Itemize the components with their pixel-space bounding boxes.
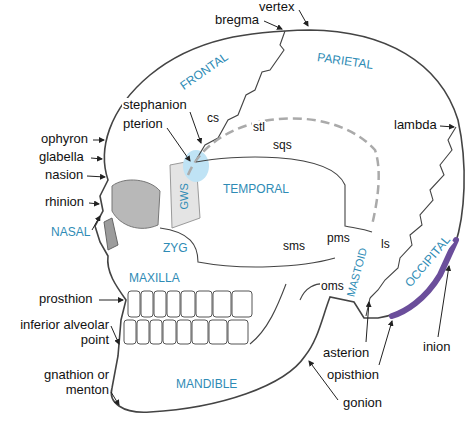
landmark-label: lambda bbox=[393, 118, 438, 133]
zygomatic-arch bbox=[160, 228, 335, 267]
leader-line bbox=[167, 128, 190, 161]
tooth bbox=[181, 291, 195, 317]
landmark-label: prosthion bbox=[38, 292, 93, 307]
tooth bbox=[196, 291, 212, 317]
occipital-band bbox=[392, 240, 456, 316]
tooth bbox=[150, 320, 162, 344]
tooth bbox=[167, 291, 180, 317]
leader-line bbox=[379, 321, 392, 365]
tooth bbox=[137, 320, 149, 344]
leader-line bbox=[190, 112, 201, 143]
suture-label: sqs bbox=[272, 139, 293, 153]
leader-line bbox=[87, 176, 105, 177]
landmark-label: bregma bbox=[214, 13, 260, 28]
tooth bbox=[128, 291, 140, 317]
suture-label: oms bbox=[320, 280, 345, 294]
orbit bbox=[112, 180, 160, 228]
nasal-aperture bbox=[104, 218, 118, 250]
leader-line bbox=[91, 158, 102, 159]
tooth bbox=[124, 320, 136, 344]
landmark-label: pterion bbox=[122, 117, 164, 132]
tooth bbox=[232, 291, 252, 317]
tooth bbox=[213, 291, 231, 317]
tooth bbox=[177, 320, 191, 344]
bone-label: GWS bbox=[178, 182, 191, 210]
leader-line bbox=[93, 140, 104, 141]
leader-line bbox=[89, 203, 99, 204]
leader-lines bbox=[87, 10, 454, 405]
landmark-label: asterion bbox=[322, 346, 370, 361]
tooth bbox=[228, 320, 248, 344]
bone-label: ZYG bbox=[162, 242, 189, 256]
bone-label: FRONTAL bbox=[178, 50, 233, 94]
suture-label: ls bbox=[380, 238, 391, 252]
lower-teeth bbox=[124, 320, 248, 344]
landmark-label: ophyron bbox=[40, 132, 89, 147]
landmark-label: stephanion bbox=[122, 98, 188, 113]
leader-line bbox=[299, 10, 308, 26]
mandible-ramus bbox=[250, 284, 328, 344]
tooth bbox=[192, 320, 208, 344]
skull-outline bbox=[95, 30, 464, 412]
bone-label: OCCIPITAL bbox=[402, 233, 454, 291]
leader-line bbox=[111, 392, 119, 405]
suture-label: cs bbox=[206, 112, 220, 126]
suture-label: sms bbox=[282, 240, 306, 254]
leader-line bbox=[92, 216, 100, 230]
bone-label: MASTOID bbox=[344, 245, 370, 298]
tooth bbox=[154, 291, 166, 317]
landmark-label: rhinion bbox=[44, 195, 85, 210]
bone-label: MANDIBLE bbox=[175, 378, 238, 392]
tooth bbox=[163, 320, 176, 344]
leader-line bbox=[440, 126, 454, 127]
landmark-label: glabella bbox=[38, 150, 85, 165]
bone-label: NASAL bbox=[50, 226, 91, 240]
leader-line bbox=[99, 300, 123, 301]
landmark-label: gonion bbox=[342, 396, 383, 411]
upper-teeth bbox=[128, 291, 252, 317]
leader-line bbox=[264, 21, 282, 29]
tooth bbox=[141, 291, 153, 317]
suture-label: stl bbox=[252, 121, 266, 135]
squamosal-suture bbox=[196, 157, 372, 232]
landmark-label: gnathion or menton bbox=[40, 368, 110, 398]
temporal-line bbox=[188, 118, 379, 225]
landmark-label: opisthion bbox=[326, 368, 380, 383]
pterion-area bbox=[183, 150, 209, 182]
leader-line bbox=[366, 302, 369, 342]
landmark-label: inion bbox=[422, 340, 451, 355]
tooth bbox=[209, 320, 227, 344]
suture-label: pms bbox=[326, 232, 351, 246]
landmark-label: nasion bbox=[44, 168, 84, 183]
landmark-label: inferior alveolar point bbox=[16, 318, 110, 348]
bone-label: PARIETAL bbox=[315, 51, 375, 73]
leader-line bbox=[111, 326, 119, 344]
leader-line bbox=[438, 266, 449, 337]
bone-label: MAXILLA bbox=[128, 272, 181, 286]
landmark-label: vertex bbox=[258, 0, 295, 15]
lambdoid-suture bbox=[370, 127, 456, 298]
bone-label: TEMPORAL bbox=[222, 183, 290, 197]
